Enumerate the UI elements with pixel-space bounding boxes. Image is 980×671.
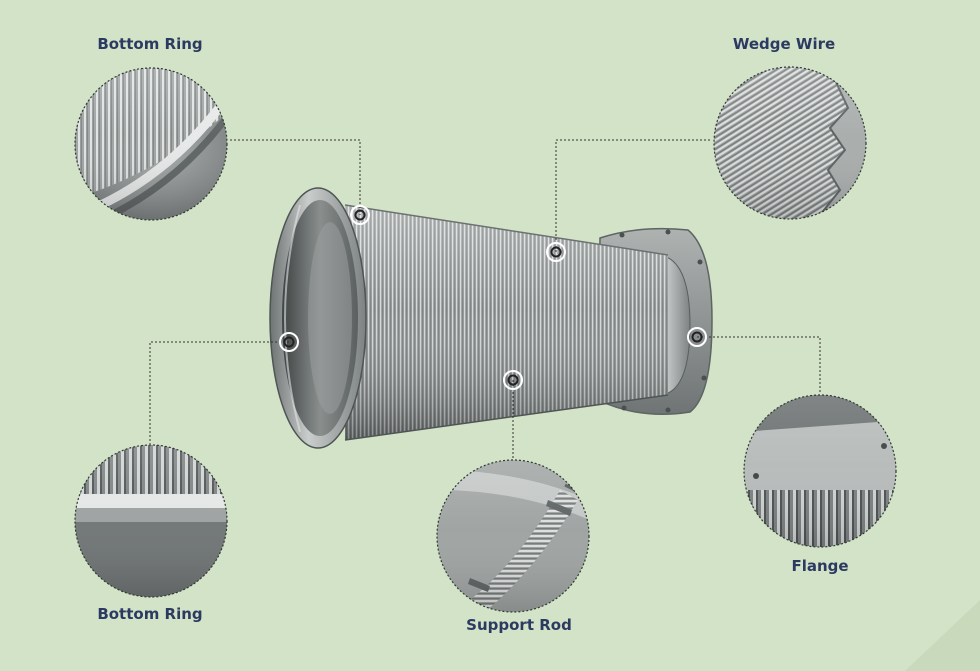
- marker-wedge-wire: [546, 242, 566, 262]
- label-support-rod: Support Rod: [466, 616, 572, 634]
- leader-lines: [149, 139, 821, 458]
- detail-circle-flange: [743, 394, 897, 548]
- label-bottom-ring-top: Bottom Ring: [97, 35, 203, 53]
- label-flange: Flange: [791, 557, 849, 575]
- open-end-bottom-ring: [269, 187, 367, 449]
- leader-bottom-ring-top: [230, 139, 361, 215]
- label-wedge-wire: Wedge Wire: [732, 35, 836, 53]
- detail-circle-support-rod: [436, 459, 590, 613]
- leader-wedge-wire: [555, 139, 710, 252]
- label-bottom-ring-bottom: Bottom Ring: [97, 605, 203, 623]
- markers: [279, 205, 707, 390]
- leader-flange: [697, 336, 821, 394]
- marker-bottom-ring-top: [350, 205, 370, 225]
- detail-circle-bottom-ring-bottom: [74, 444, 228, 598]
- detail-circle-bottom-ring-top: [74, 67, 228, 221]
- leader-bottom-ring-bottom: [149, 341, 289, 444]
- corner-decoration: [905, 600, 980, 671]
- wedge-wire-screen-cylinder: [269, 187, 713, 449]
- marker-bottom-ring-bottom: [279, 332, 299, 352]
- marker-flange: [687, 327, 707, 347]
- marker-support-rod: [503, 370, 523, 390]
- wedge-wire-body: [344, 204, 669, 441]
